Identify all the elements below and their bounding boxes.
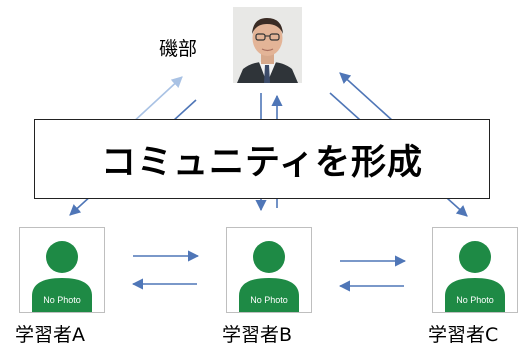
banner-text: コミュニティを形成 [101, 142, 423, 183]
learner-a-avatar: No Photo [19, 227, 105, 313]
portrait-photo-icon [233, 7, 302, 83]
no-photo-text: No Photo [456, 295, 494, 305]
top-person-name: 磯部 [159, 38, 198, 60]
learner-c-avatar: No Photo [432, 227, 518, 313]
learner-b-label: 学習者B [222, 324, 293, 346]
person-silhouette-icon: No Photo [239, 241, 299, 312]
no-photo-text: No Photo [43, 295, 81, 305]
person-silhouette-icon: No Photo [445, 241, 505, 312]
learner-b-avatar: No Photo [226, 227, 312, 313]
community-banner: コミュニティを形成 [34, 119, 490, 199]
learner-c-label: 学習者C [428, 324, 499, 346]
top-person-photo [233, 7, 302, 83]
no-photo-text: No Photo [250, 295, 288, 305]
learner-a-label: 学習者A [15, 324, 85, 346]
person-silhouette-icon: No Photo [32, 241, 92, 312]
